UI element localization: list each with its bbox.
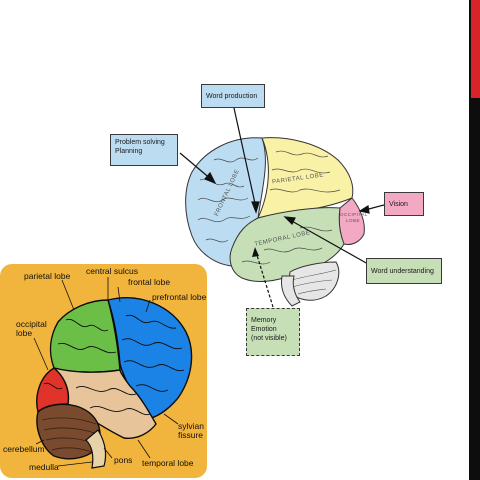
- occipital-lobe-label: OCCIPITAL LOBE: [340, 212, 368, 224]
- label-prefrontal-lobe: prefrontal lobe: [152, 292, 207, 302]
- label-cerebellum: cerebellum: [3, 444, 45, 454]
- inset-frontal-region: [107, 297, 193, 421]
- slide-edge-bar: [469, 0, 480, 480]
- callout-vision-text: Vision: [389, 201, 408, 208]
- label-sylvian-fissure: sylvian fissure: [178, 422, 204, 440]
- label-temporal-lobe: temporal lobe: [142, 458, 194, 468]
- callout-word-production: Word production: [201, 84, 265, 108]
- frontal-lobe-region: [185, 137, 266, 267]
- occipital-label-line-2: LOBE: [346, 218, 361, 223]
- cerebellum-region: [287, 261, 340, 301]
- parietal-lobe-region: [257, 137, 354, 219]
- callout-problem-solving: Problem solving Planning: [110, 134, 178, 166]
- inset-parietal-region: [49, 299, 121, 373]
- inset-brainstem-region: [85, 429, 107, 469]
- brainstem-region: [281, 275, 301, 307]
- callout-memory-line-3: (not visible): [251, 335, 287, 342]
- slide-edge-accent: [471, 0, 480, 98]
- occipital-label-line-1: OCCIPITAL: [340, 212, 368, 217]
- label-parietal-lobe: parietal lobe: [24, 271, 71, 281]
- callout-problem-solving-line-2: Planning: [115, 148, 143, 155]
- label-occipital-line-2: lobe: [16, 328, 33, 338]
- label-central-sulcus: central sulcus: [86, 266, 138, 276]
- label-pons: pons: [114, 455, 133, 465]
- label-medulla: medulla: [29, 462, 59, 472]
- callout-word-production-text: Word production: [206, 93, 258, 100]
- callout-problem-solving-line-1: Problem solving: [115, 139, 165, 146]
- callout-word-understanding-text: Word understanding: [371, 268, 434, 275]
- callout-memory-line-2: Emotion: [251, 326, 277, 333]
- label-frontal-lobe: frontal lobe: [128, 277, 171, 287]
- callout-word-understanding: Word understanding: [366, 258, 442, 284]
- label-occipital-line-1: occipital: [16, 319, 47, 329]
- callout-memory-emotion: Memory Emotion (not visible): [246, 308, 300, 356]
- label-sylvian-line-2: fissure: [178, 430, 204, 440]
- label-occipital-lobe: occipital lobe: [16, 320, 47, 338]
- label-sylvian-line-1: sylvian: [178, 421, 204, 431]
- callout-memory-line-1: Memory: [251, 317, 277, 324]
- callout-vision: Vision: [384, 192, 424, 216]
